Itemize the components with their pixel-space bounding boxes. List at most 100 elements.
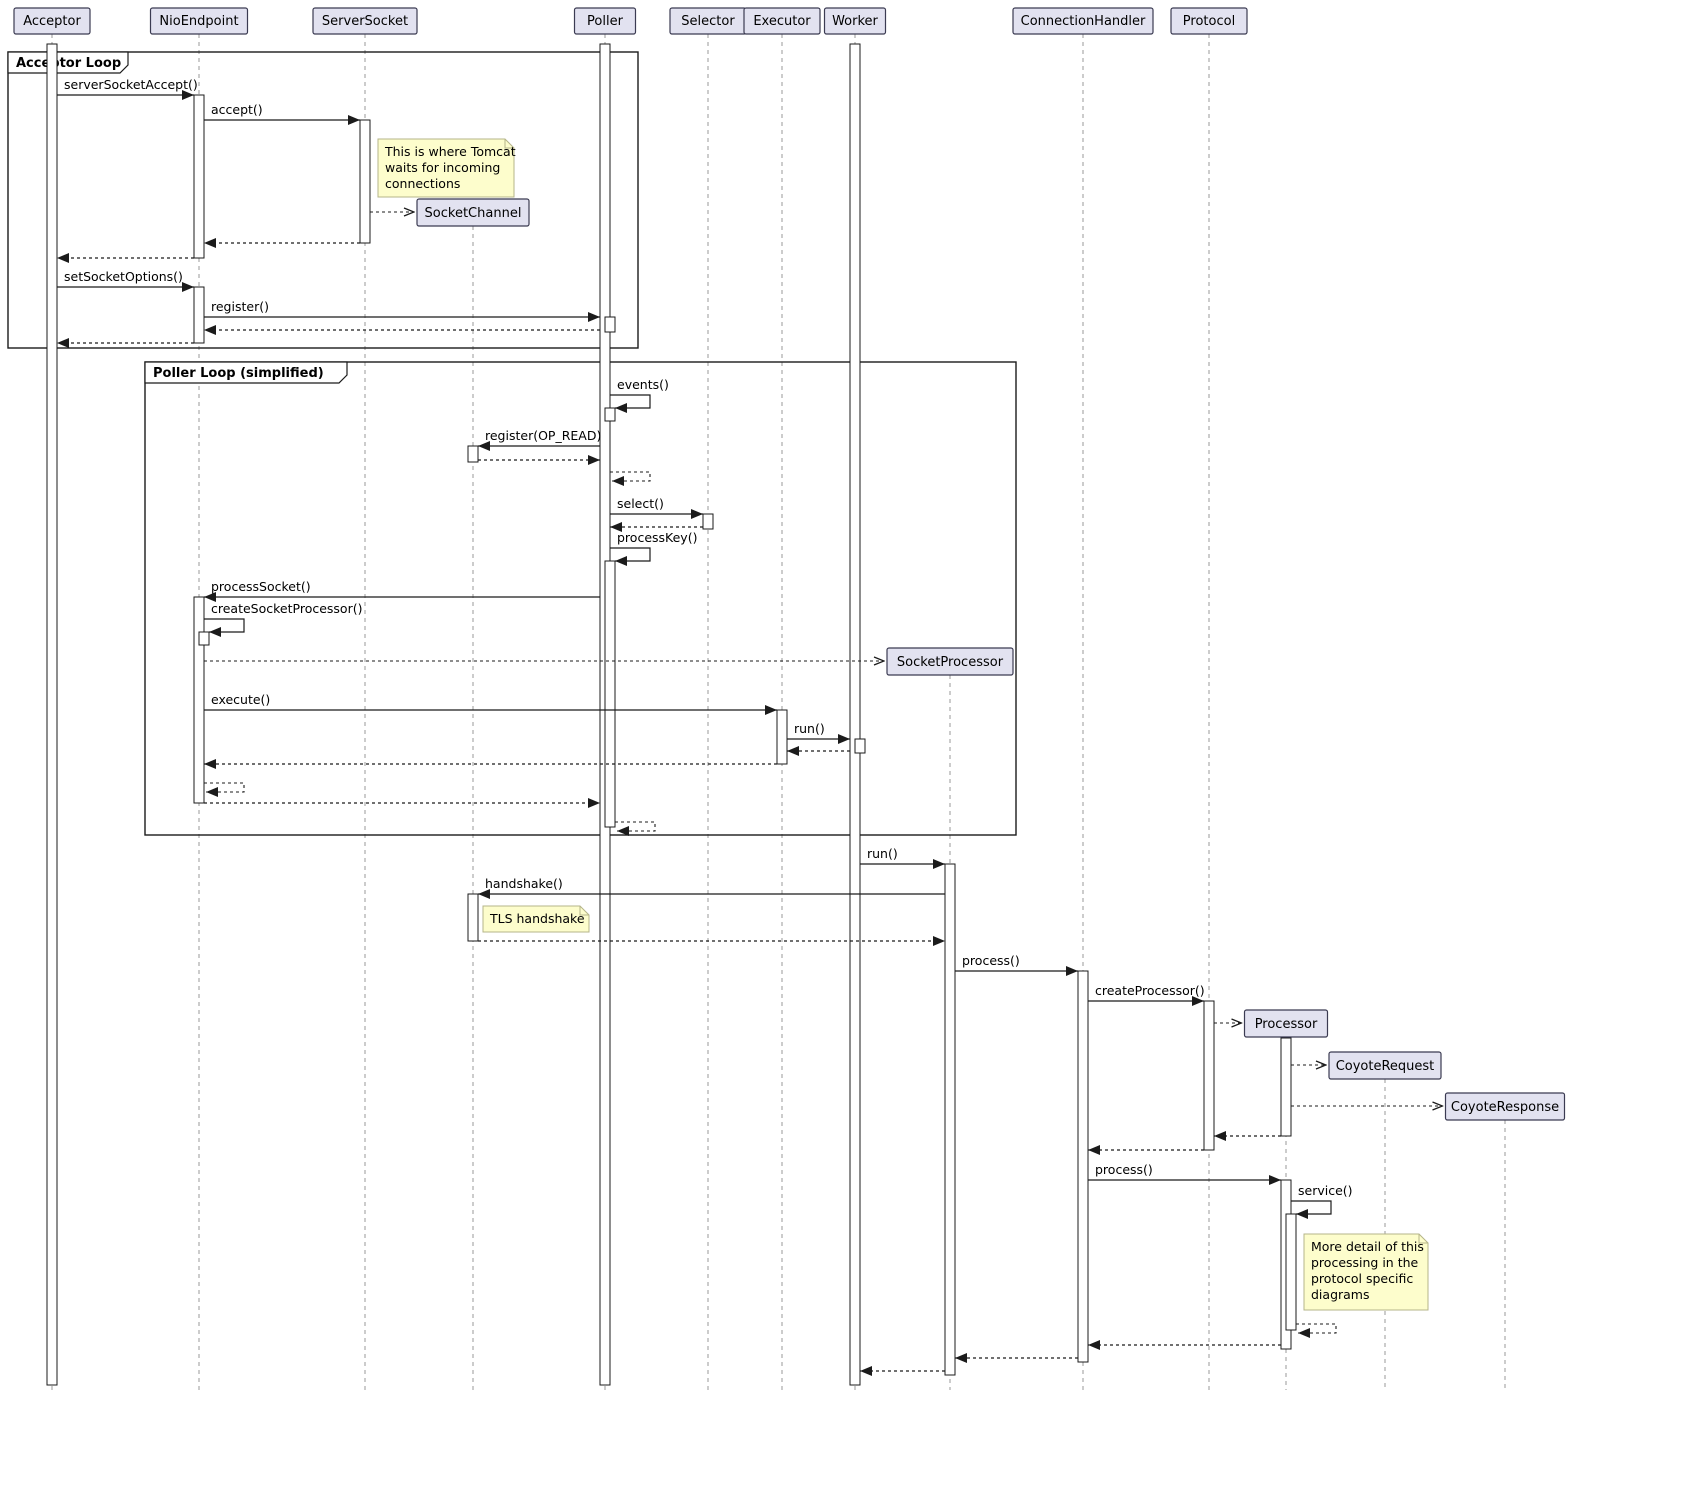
- message-label: execute(): [211, 692, 270, 707]
- message-processkey: processKey(): [610, 530, 697, 566]
- message-label: createProcessor(): [1095, 983, 1205, 998]
- message-label: run(): [867, 846, 898, 861]
- self-call-arrow: [610, 394, 651, 413]
- note-line: More detail of this: [1311, 1239, 1424, 1254]
- note-fold-icon: [1418, 1234, 1428, 1244]
- participant-label: ConnectionHandler: [1021, 14, 1146, 29]
- participant-label: SocketChannel: [425, 206, 522, 221]
- note-body: [482, 905, 590, 933]
- activation-bar: [604, 560, 616, 828]
- note-line: waits for incoming: [385, 160, 500, 175]
- message-handshake: handshake(): [478, 876, 945, 899]
- message-label: select(): [617, 496, 664, 511]
- note-line: processing in the: [1311, 1255, 1419, 1270]
- activation-bar: [944, 863, 956, 1376]
- participant-poller: Poller: [573, 7, 637, 35]
- participant-coyoteresponse: CoyoteResponse: [1444, 1092, 1566, 1121]
- message-label: createSocketProcessor(): [211, 601, 362, 616]
- participant-protocol: Protocol: [1170, 7, 1248, 35]
- activation-bar: [46, 43, 58, 1386]
- participant-box: [1170, 7, 1248, 35]
- message-accept: accept(): [204, 102, 360, 125]
- message-run: run(): [787, 721, 850, 744]
- activation-bar: [1285, 1213, 1297, 1331]
- message-createprocessor: createProcessor(): [1088, 983, 1205, 1006]
- participant-label: CoyoteResponse: [1451, 1100, 1559, 1115]
- self-return-arrow: [610, 471, 651, 486]
- message-label: handshake(): [485, 876, 563, 891]
- message-registerop_read: register(OP_READ): [478, 428, 601, 451]
- message-events: events(): [610, 377, 669, 413]
- participant-box: [416, 198, 530, 227]
- message-processsocket: processSocket(): [204, 579, 600, 602]
- note-fold-icon: [504, 139, 514, 149]
- message-label: register(): [211, 299, 269, 314]
- message-service: service(): [1291, 1183, 1353, 1219]
- activation-bar: [854, 738, 866, 754]
- participant-box: [1243, 1009, 1329, 1038]
- participant-box: [1328, 1051, 1442, 1080]
- message-label: service(): [1298, 1183, 1353, 1198]
- activation-bar: [1280, 1037, 1292, 1137]
- participant-label: Worker: [832, 14, 878, 29]
- participant-box: [573, 7, 637, 35]
- message-process: process(): [955, 953, 1078, 976]
- participant-worker: Worker: [823, 7, 887, 35]
- participant-box: [743, 7, 821, 35]
- message-register: register(): [204, 299, 600, 322]
- self-call-arrow: [610, 547, 651, 566]
- participant-label: Acceptor: [23, 14, 81, 29]
- note-fold-icon: [579, 906, 589, 916]
- participant-acceptor: Acceptor: [13, 7, 91, 35]
- participant-serversocket: ServerSocket: [312, 7, 418, 35]
- participant-box: [886, 647, 1014, 676]
- participant-box: [149, 7, 249, 35]
- note-line: This is where Tomcat: [384, 144, 516, 159]
- message-self-return: [1296, 1323, 1337, 1338]
- participant-label: SocketProcessor: [897, 655, 1004, 670]
- frame-label-pentagon: [7, 51, 129, 74]
- activation-bar: [193, 596, 205, 804]
- self-call-arrow: [1291, 1200, 1332, 1219]
- note-line: protocol specific: [1311, 1271, 1413, 1286]
- frame-border: [7, 51, 639, 349]
- participant-box: [1444, 1092, 1566, 1121]
- message-label: run(): [794, 721, 825, 736]
- activations-layer: [46, 43, 1297, 1386]
- activation-bar: [467, 445, 479, 463]
- activation-bar: [193, 94, 205, 259]
- participant-label: Processor: [1255, 1017, 1318, 1032]
- message-label: process(): [1095, 1162, 1153, 1177]
- activation-bar: [1077, 970, 1089, 1363]
- message-execute: execute(): [204, 692, 777, 715]
- self-call-arrow: [204, 618, 245, 637]
- participant-socketchannel: SocketChannel: [416, 198, 530, 227]
- note-line: connections: [385, 176, 460, 191]
- activation-bar: [604, 407, 616, 422]
- participant-coyoterequest: CoyoteRequest: [1328, 1051, 1442, 1080]
- message-process: process(): [1088, 1162, 1281, 1185]
- frame-poller-loop-simplified-: Poller Loop (simplified): [144, 361, 1017, 836]
- participant-label: Poller: [587, 14, 624, 29]
- participant-connectionhandler: ConnectionHandler: [1012, 7, 1154, 35]
- message-createsocketprocessor: createSocketProcessor(): [204, 601, 362, 637]
- frame-label-pentagon: [144, 361, 348, 384]
- participant-box: [312, 7, 418, 35]
- self-return-arrow: [1296, 1323, 1337, 1338]
- message-label: processSocket(): [211, 579, 311, 594]
- message-label: accept(): [211, 102, 263, 117]
- activation-bar: [849, 43, 861, 1386]
- message-self-return: [610, 471, 651, 486]
- participant-executor: Executor: [743, 7, 821, 35]
- participant-nioendpoint: NioEndpoint: [149, 7, 249, 35]
- participant-box: [13, 7, 91, 35]
- note-line: TLS handshake: [489, 911, 585, 926]
- message-run: run(): [860, 846, 945, 869]
- participant-box: [823, 7, 887, 35]
